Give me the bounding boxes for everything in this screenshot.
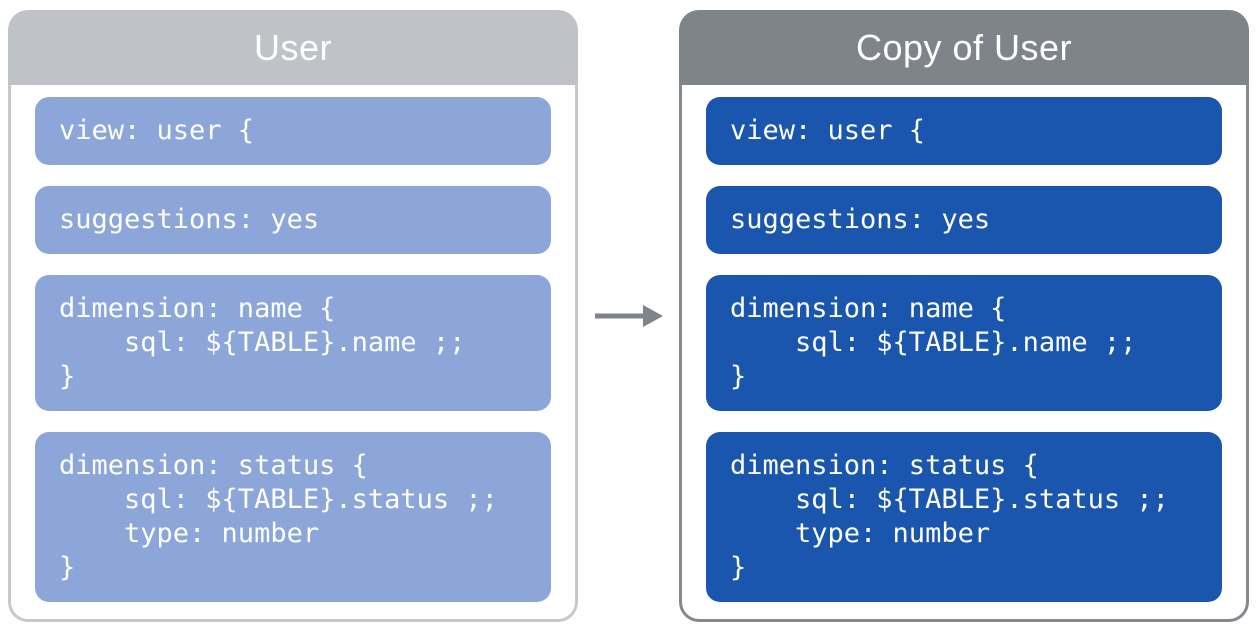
code-block-dimension-name: dimension: name { sql: ${TABLE}.name ;; …	[35, 275, 551, 411]
code-line: }	[59, 552, 76, 583]
code-block-view: view: user {	[706, 97, 1222, 165]
code-line: view: user {	[59, 115, 255, 146]
code-line: sql: ${TABLE}.name ;;	[730, 327, 1137, 358]
code-line: dimension: status {	[730, 450, 1039, 481]
code-line: type: number	[59, 518, 320, 549]
right-arrow-icon	[595, 305, 663, 327]
panel-user-header: User	[8, 10, 578, 85]
code-block-dimension-name: dimension: name { sql: ${TABLE}.name ;; …	[706, 275, 1222, 411]
code-line: view: user {	[730, 115, 926, 146]
panel-user-body: view: user { suggestions: yes dimension:…	[8, 85, 578, 622]
panel-copy-of-user: Copy of User view: user { suggestions: y…	[679, 10, 1249, 622]
code-line: dimension: status {	[59, 450, 368, 481]
panel-copy-of-user-title: Copy of User	[855, 26, 1073, 68]
code-line: dimension: name {	[730, 293, 1007, 324]
code-line: }	[59, 361, 76, 392]
code-line: suggestions: yes	[59, 204, 320, 235]
code-line: sql: ${TABLE}.status ;;	[59, 484, 498, 515]
code-block-view: view: user {	[35, 97, 551, 165]
code-block-suggestions: suggestions: yes	[35, 186, 551, 254]
code-line: sql: ${TABLE}.status ;;	[730, 484, 1169, 515]
code-line: }	[730, 361, 747, 392]
panel-user-title: User	[253, 26, 332, 68]
code-line: sql: ${TABLE}.name ;;	[59, 327, 466, 358]
panel-copy-of-user-body: view: user { suggestions: yes dimension:…	[679, 85, 1249, 622]
code-line: suggestions: yes	[730, 204, 991, 235]
code-block-dimension-status: dimension: status { sql: ${TABLE}.status…	[706, 432, 1222, 602]
code-block-suggestions: suggestions: yes	[706, 186, 1222, 254]
code-line: }	[730, 552, 747, 583]
panel-copy-of-user-header: Copy of User	[679, 10, 1249, 85]
panel-user: User view: user { suggestions: yes dimen…	[8, 10, 578, 622]
code-line: type: number	[730, 518, 991, 549]
code-block-dimension-status: dimension: status { sql: ${TABLE}.status…	[35, 432, 551, 602]
code-line: dimension: name {	[59, 293, 336, 324]
